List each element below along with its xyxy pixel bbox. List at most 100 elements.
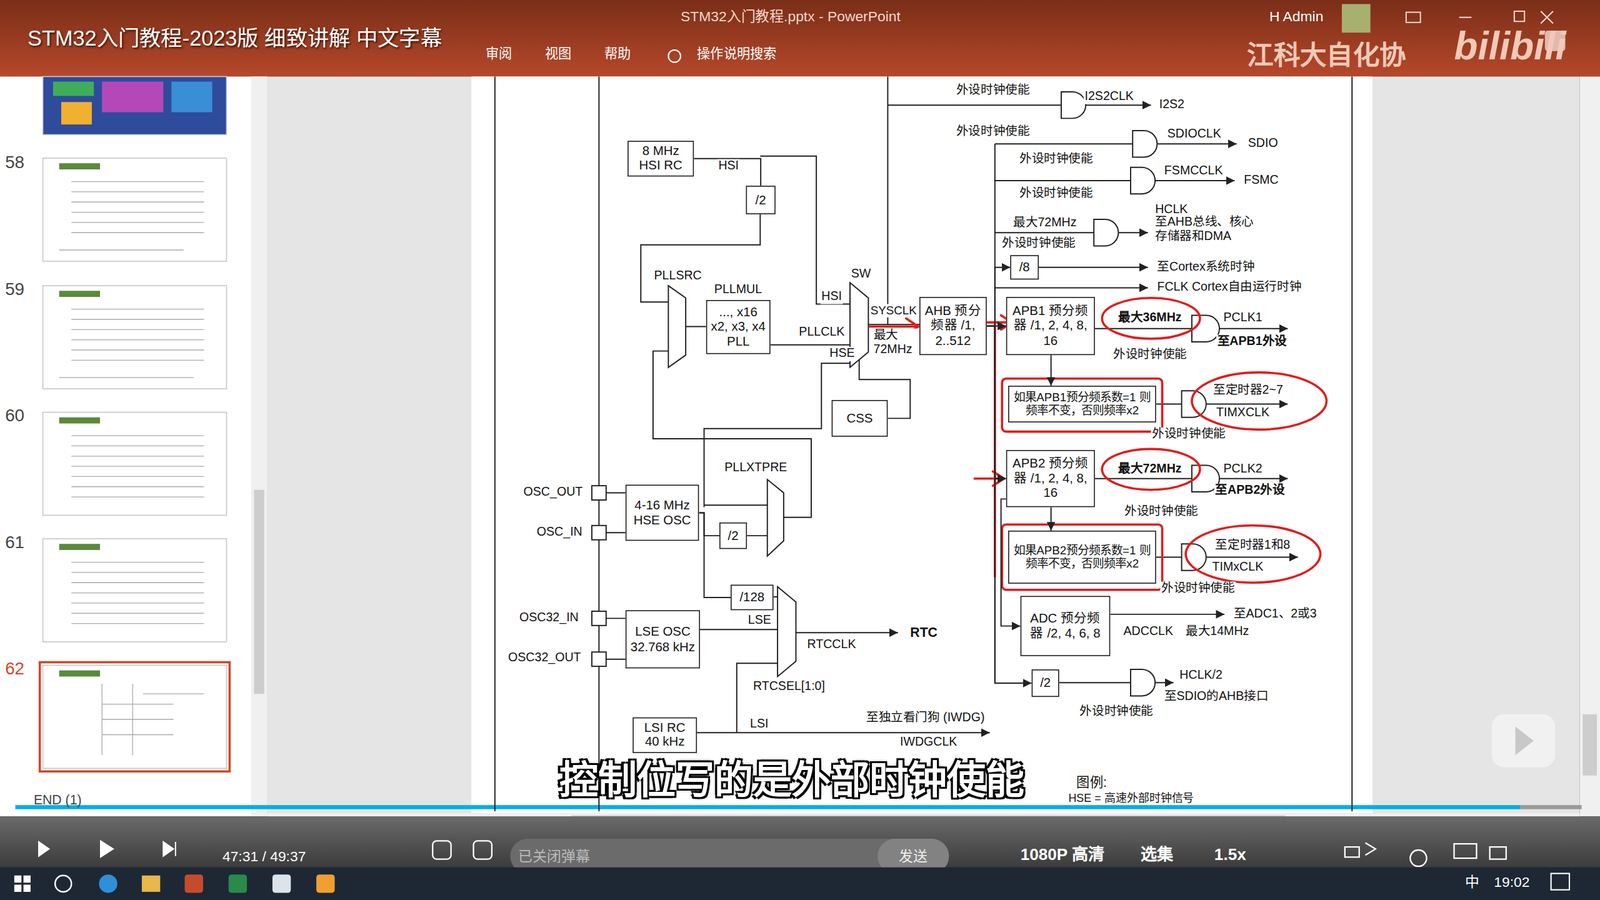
thumbnail (43, 76, 227, 135)
node-text: /128 (739, 590, 765, 605)
label-text: ADCCLK (1122, 624, 1175, 639)
clock-block: /2 (1031, 669, 1060, 697)
clock-block: CSS (831, 400, 889, 437)
label-text: 至定时器1和8 (1214, 538, 1292, 554)
window-button (1406, 12, 1421, 23)
label-text: SW (850, 267, 872, 282)
label-text: FSMC (1243, 173, 1280, 189)
node-text: 如果APB2预分频系数=1 则频率不变，否则频率x2 (1012, 543, 1153, 571)
label-text: 江科大自化协 (1246, 40, 1407, 72)
label-text: HCLK/2 (1178, 668, 1224, 683)
scrollbar (251, 76, 268, 817)
label-text: 61 (5, 532, 25, 553)
label-text: OSC32_OUT (506, 651, 582, 666)
progress-remaining (1520, 805, 1582, 810)
thumbnail-art (61, 101, 92, 125)
folder-icon (141, 875, 160, 892)
thumbnail-art (53, 81, 94, 97)
app-icon (228, 874, 247, 893)
node-text: LSI RC 40 kHz (636, 720, 694, 750)
label-text: 审阅 (485, 46, 512, 62)
ppt-icon (185, 874, 204, 893)
thumbnail-art (171, 81, 212, 113)
red-strokes (869, 298, 1327, 590)
label-text: 至Cortex系统时钟 (1156, 260, 1256, 275)
label-text: 至定时器2~7 (1212, 383, 1285, 399)
label-text: OSC32_IN (518, 611, 580, 626)
label-text: 59 (5, 279, 25, 300)
label-text: 1080P 高清 (1020, 845, 1105, 865)
label-text: HSI (820, 290, 844, 305)
work-area (267, 76, 1580, 817)
node-text: APB1 预分频器 /1, 2, 4, 8, 16 (1010, 303, 1091, 348)
label-text: I2S2CLK (1083, 90, 1135, 105)
window-buttons (1459, 11, 1554, 24)
notification-icon (1551, 873, 1570, 890)
label-text: 选集 (1140, 845, 1174, 865)
node-text: CSS (846, 411, 874, 426)
label-text: HSE (828, 346, 857, 362)
connector (986, 326, 1007, 479)
wires (495, 76, 1352, 812)
clock-block: LSI RC 40 kHz (632, 717, 697, 754)
scrollbar (1579, 76, 1600, 817)
label-text: 最大14MHz (1185, 624, 1251, 639)
label-text: 外设时钟使能 (1123, 505, 1200, 520)
label-text: 19:02 (1493, 873, 1530, 890)
clock-block: ..., x16 x2, x3, x4 PLL (706, 300, 771, 355)
clock-block: /2 (745, 185, 775, 215)
label-text: SYSCLK (869, 304, 918, 319)
label-text: bilibili (1454, 24, 1567, 69)
node-text: AHB 预分频器 /1, 2..512 (923, 303, 984, 348)
label-text: 视图 (545, 46, 572, 62)
label-text: 外设时钟使能 (1160, 581, 1236, 597)
label-text: 外设时钟使能 (1151, 427, 1227, 442)
label-text: END (1) (33, 793, 82, 809)
slide (471, 76, 1373, 814)
connector (1050, 355, 1052, 386)
label-text: LSI (748, 717, 770, 732)
label-text: 1.5x (1214, 845, 1247, 865)
label-text: STM32入门教程-2023版 细致讲解 中文字幕 (27, 26, 442, 51)
node-text: APB2 预分频器 /1, 2, 4, 8, 16 (1010, 456, 1091, 501)
connector (693, 158, 761, 186)
danmaku-icon (473, 840, 492, 859)
clock-block: 4-16 MHz HSE OSC (625, 485, 700, 542)
label-text: PLLXTPRE (723, 461, 789, 476)
label-text: RTCSEL[1:0] (751, 679, 826, 694)
clock-block: LSE OSC 32.768 kHz (625, 610, 700, 669)
label-text: 发送 (898, 848, 928, 865)
label-text: 最大36MHz (1117, 311, 1184, 326)
label-text: SDIO (1246, 136, 1279, 152)
label-text: 至ADC1、2或3 (1232, 606, 1318, 622)
label-text: STM32入门教程.pptx - PowerPoint (680, 8, 901, 25)
label-text: RTC (909, 625, 939, 641)
node-text: /8 (1019, 260, 1030, 275)
clock-block: /8 (1010, 255, 1039, 280)
node-text: /2 (728, 528, 739, 543)
edge-icon (98, 874, 117, 893)
float-play-button (1491, 714, 1555, 768)
label-text: 60 (5, 406, 25, 427)
label-text: 至独立看门狗 (IWDG) (865, 711, 986, 726)
label-text: H Admin (1269, 8, 1324, 25)
label-text: 外设时钟使能 (955, 83, 1031, 99)
skip-icons (38, 841, 176, 857)
play-icon (100, 840, 115, 859)
label-text: 最大72MHz (1012, 216, 1079, 231)
label-text: 中 (1465, 873, 1480, 890)
label-text: 最大 72MHz (872, 328, 918, 357)
node-text: LSE OSC 32.768 kHz (629, 624, 696, 654)
clock-block: 8 MHz HSI RC (627, 140, 694, 177)
thumbnail-headers (59, 163, 100, 677)
label-text: 帮助 (604, 46, 631, 62)
node-text: 8 MHz HSI RC (631, 143, 690, 174)
clock-block: APB2 预分频器 /1, 2, 4, 8, 16 (1006, 450, 1095, 507)
label-text: 外设时钟使能 (1112, 348, 1189, 363)
label-text: HSI (717, 159, 740, 174)
node-text: /2 (755, 192, 767, 207)
label-text: 外设时钟使能 (1018, 151, 1094, 167)
title-band (0, 0, 1600, 77)
progress-bar (15, 805, 1520, 810)
